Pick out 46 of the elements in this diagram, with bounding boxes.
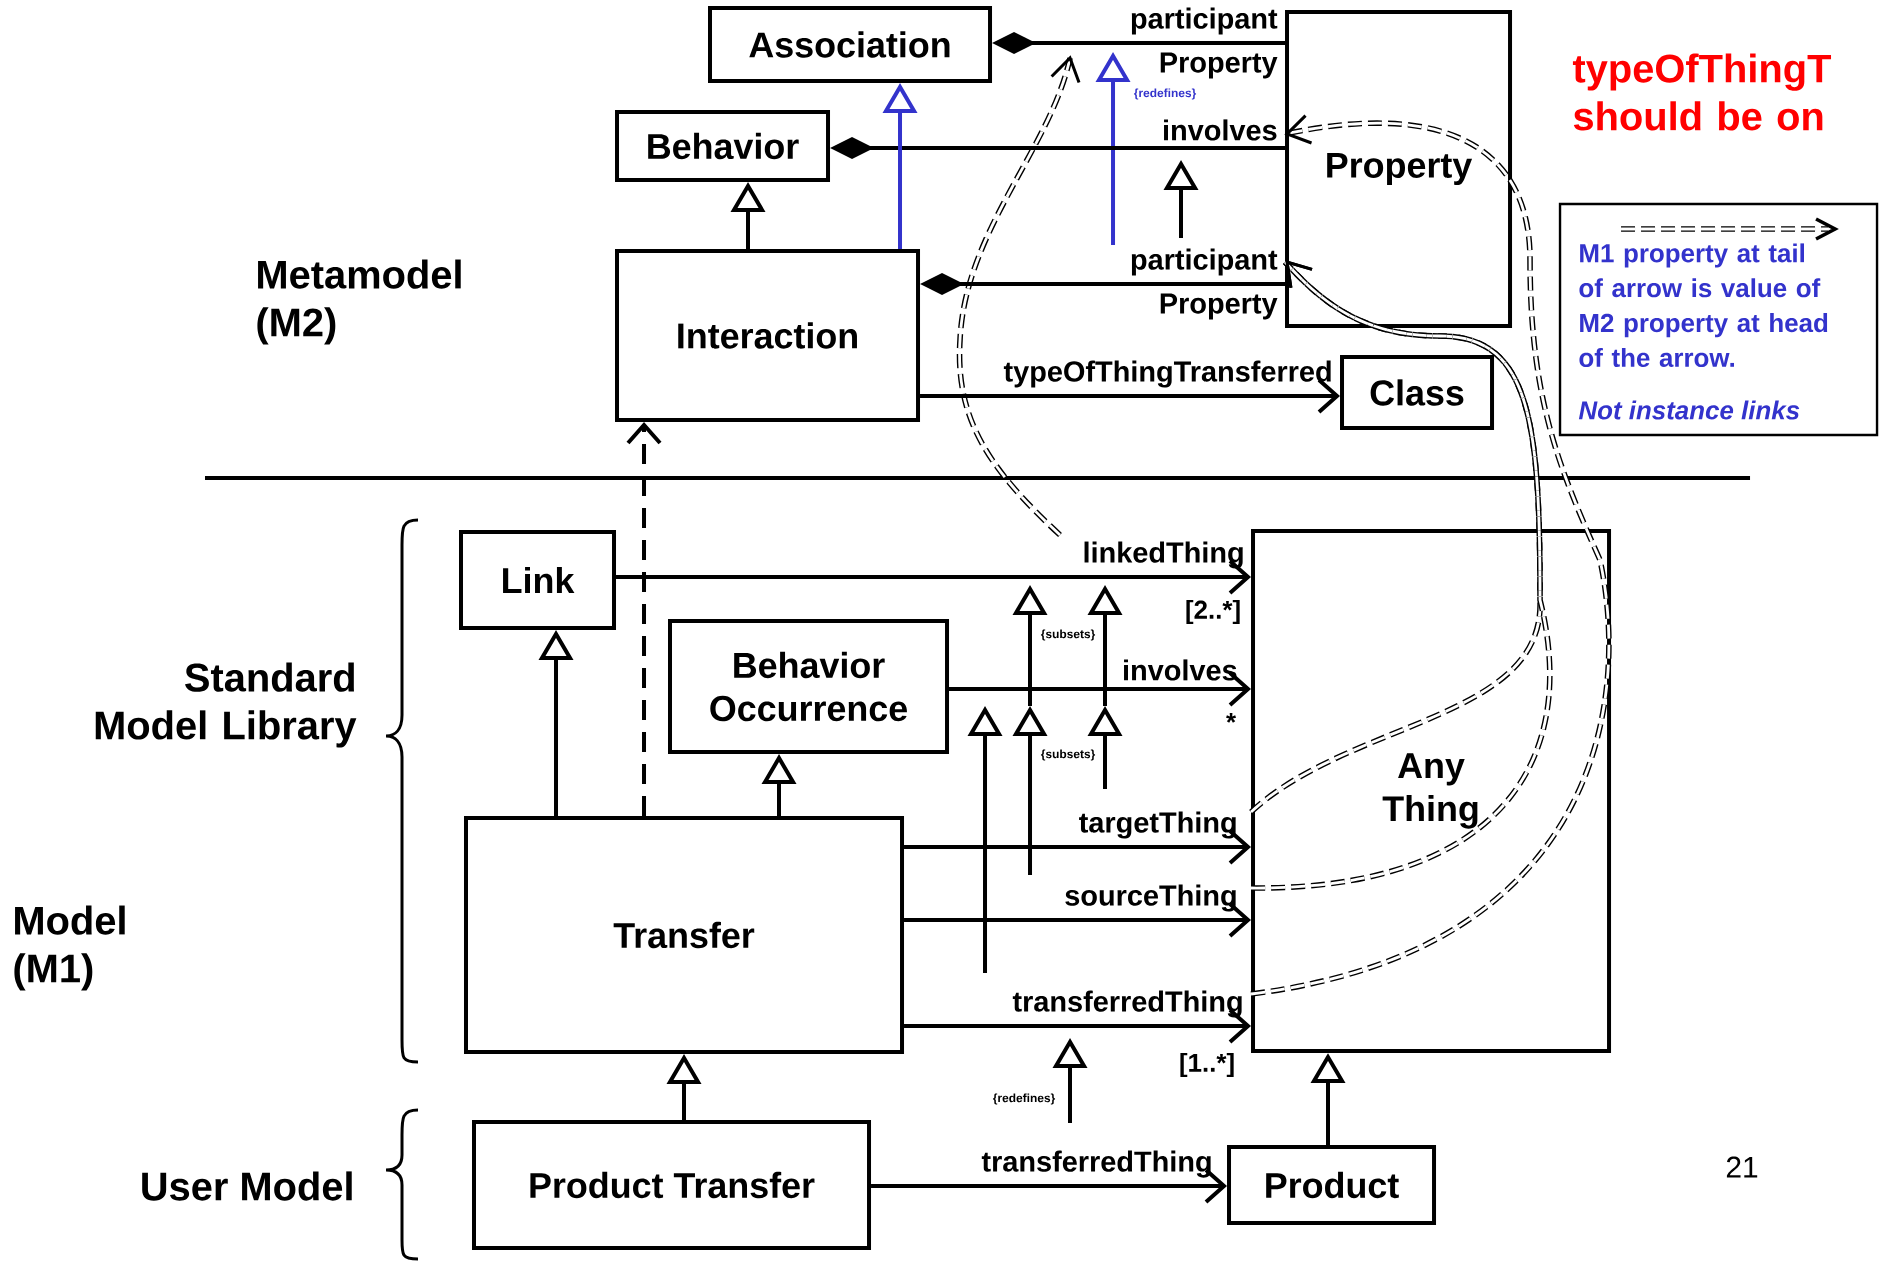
level-label: Metamodel (M2) — [257, 259, 461, 345]
multiplicity-label: [1..*] — [1180, 1052, 1234, 1078]
class-box: Interaction — [615, 249, 920, 422]
arrow — [616, 559, 1252, 595]
arrow — [920, 378, 1340, 414]
constraint-label: {subsets} — [1040, 749, 1096, 761]
page-number: 21 — [1726, 1156, 1758, 1178]
role-label: linkedThing — [1084, 541, 1243, 569]
arrow — [904, 1008, 1252, 1044]
arrow — [626, 422, 662, 816]
value-arrow — [1250, 259, 1553, 891]
level-label: Standard Model Library — [95, 662, 357, 748]
multiplicity-label: [2..*] — [1186, 599, 1240, 625]
role-label: involves — [1124, 659, 1237, 681]
level-label: Model (M1) — [14, 905, 125, 991]
role-label: typeOfThingTransferred — [1003, 360, 1331, 388]
role-label: targetThing — [1079, 811, 1236, 839]
class-box: Association — [708, 6, 992, 83]
level-label: User Model — [142, 1171, 352, 1201]
value-arrow — [1250, 114, 1612, 997]
arrow — [949, 671, 1252, 707]
role-label: transferredThing — [981, 1150, 1211, 1178]
note-text: typeOfThingT should be on — [1572, 53, 1831, 131]
class-box: Property — [1285, 10, 1513, 328]
arrow — [904, 902, 1252, 938]
class-box: Product — [1227, 1145, 1437, 1225]
legend-text: M1 property at tail of arrow is value of M2 property at head of the arrow. — [1579, 243, 1828, 368]
class-box: Link — [459, 530, 616, 630]
class-box: Transfer — [464, 816, 904, 1054]
legend-note: Not instance links — [1578, 400, 1800, 420]
constraint-label: {subsets} — [1040, 629, 1096, 641]
role-label: involves — [1164, 119, 1277, 141]
role-label: participant Property — [1131, 7, 1278, 79]
class-box: Behavior Occurrence — [668, 619, 949, 754]
arrow — [904, 829, 1252, 865]
arrow — [871, 1168, 1228, 1204]
multiplicity-label: * — [1226, 713, 1237, 723]
role-label: transferredThing — [1012, 990, 1242, 1018]
constraint-label: {redefines} — [1134, 88, 1197, 100]
constraint-label: {redefines} — [992, 1093, 1056, 1105]
class-box: Any Thing — [1251, 529, 1612, 1053]
role-label: sourceThing — [1065, 884, 1236, 912]
class-box: Product Transfer — [472, 1120, 871, 1250]
role-label: participant Property — [1131, 248, 1278, 320]
class-box: Behavior — [615, 110, 830, 182]
class-box: Class — [1340, 355, 1495, 430]
